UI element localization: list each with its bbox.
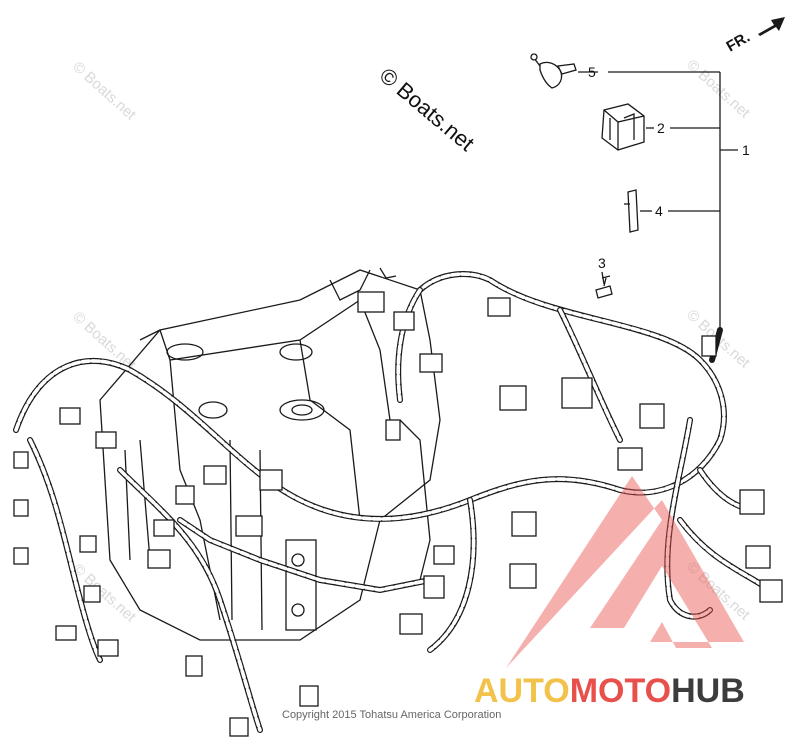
connectors (13, 291, 783, 737)
connector (561, 377, 593, 409)
connector (13, 547, 29, 565)
watermark-text: © Boats.net (69, 58, 139, 124)
connector (393, 311, 415, 331)
connector (509, 563, 537, 589)
brand-emblem-icon (506, 476, 744, 668)
direction-arrow-icon (758, 17, 785, 36)
engine-block-illustration (99, 267, 441, 641)
connector (701, 335, 717, 357)
connector (175, 485, 195, 505)
brand-part-moto: MOTO (570, 672, 671, 710)
part-2-grommet (601, 103, 645, 151)
connector (759, 579, 783, 603)
connector (95, 431, 117, 449)
connector (299, 685, 319, 707)
callout-5: 5 (588, 64, 596, 80)
connector (739, 489, 765, 515)
connector (617, 447, 643, 471)
connector (511, 511, 537, 537)
source-label: © Boats.net (375, 63, 479, 156)
connector (229, 717, 249, 737)
callout-3: 3 (598, 255, 606, 271)
connector (55, 625, 77, 641)
direction-label: FR. (724, 29, 753, 56)
connector (185, 655, 203, 677)
connector (13, 451, 29, 469)
connector (487, 297, 511, 317)
connector (235, 515, 263, 537)
connector (83, 585, 101, 603)
connector (745, 545, 771, 569)
brand-wordmark: AUTOMOTOHUB (474, 672, 745, 710)
brand-part-hub: HUB (671, 672, 745, 710)
callout-labels: 1 2 3 4 5 (588, 64, 750, 271)
callout-leaders (578, 71, 738, 330)
connector (153, 519, 175, 537)
part-5-clamp (530, 53, 577, 89)
callout-2: 2 (657, 120, 665, 136)
brand-logo: AUTOMOTOHUB (474, 476, 745, 710)
part-4-clip (624, 189, 639, 233)
connector (147, 549, 171, 569)
connector (499, 385, 527, 411)
connector (259, 469, 283, 491)
callout-4: 4 (655, 203, 663, 219)
connector (97, 639, 119, 657)
part-3-bolt (595, 275, 613, 299)
connector (419, 353, 443, 373)
connector (357, 291, 385, 313)
connector (79, 535, 97, 553)
connector (399, 613, 423, 635)
connector (203, 465, 227, 485)
brand-part-auto: AUTO (474, 672, 570, 710)
wire-harness-assembly (13, 271, 773, 733)
connector (639, 403, 665, 429)
connector (423, 575, 445, 599)
callout-1: 1 (742, 142, 750, 158)
connector (385, 419, 401, 441)
front-direction-indicator: FR. (724, 17, 785, 56)
connector (13, 499, 29, 517)
connector (59, 407, 81, 425)
connector (433, 545, 455, 565)
copyright-text: Copyright 2015 Tohatsu America Corporati… (282, 709, 501, 721)
watermark-text: © Boats.net (683, 56, 753, 122)
